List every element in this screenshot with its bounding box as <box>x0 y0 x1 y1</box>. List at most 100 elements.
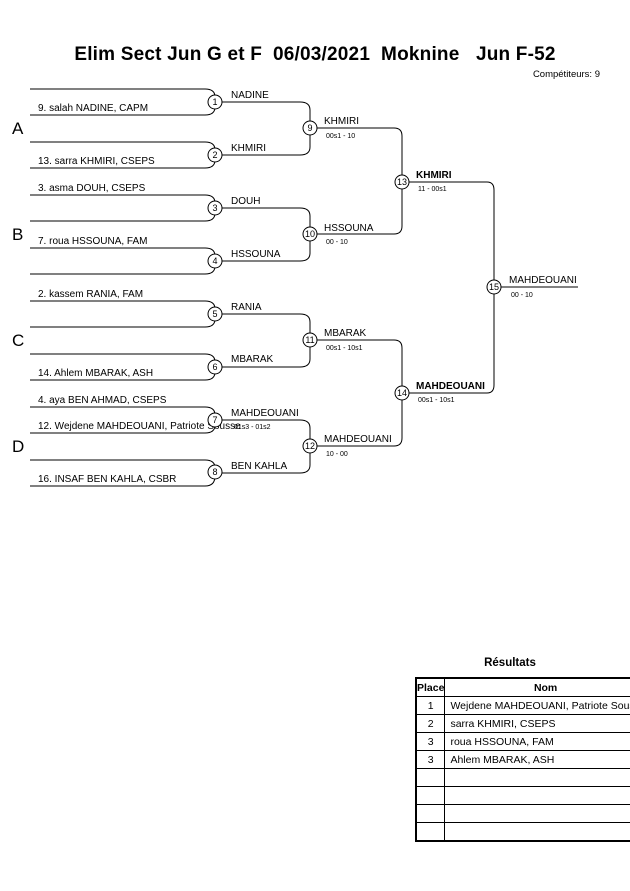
results-name <box>444 804 630 823</box>
results-row <box>415 822 630 842</box>
svg-text:10: 10 <box>305 229 315 239</box>
r3-score-13: 11 - 00s1 <box>418 186 447 193</box>
svg-text:4: 4 <box>212 256 217 266</box>
r1-winner-6: MBARAK <box>231 354 274 365</box>
r2-score-10: 00 - 10 <box>326 239 348 246</box>
results-name <box>444 822 630 842</box>
r1-winner-4: HSSOUNA <box>231 249 281 260</box>
match-node-3: 3 <box>207 200 223 216</box>
match-node-5: 5 <box>207 306 223 322</box>
r3-winner-14: MAHDEOUANI <box>416 381 485 392</box>
competitor-count: Compétiteurs: 9 <box>532 69 600 80</box>
r1-winner-7: MAHDEOUANI <box>231 408 299 419</box>
final-score: 00 - 10 <box>511 292 533 299</box>
results-place: 3 <box>415 750 446 769</box>
svg-text:11: 11 <box>305 335 314 345</box>
competitor-7-top: 4. aya BEN AHMAD, CSEPS <box>38 395 167 406</box>
svg-text:3: 3 <box>212 203 217 213</box>
match-node-10: 10 <box>302 226 318 242</box>
results-name: Wejdene MAHDEOUANI, Patriote Sousse <box>444 696 630 715</box>
results-place <box>415 768 446 787</box>
r3-winner-13: KHMIRI <box>416 170 452 181</box>
results-place: 3 <box>415 732 446 751</box>
results-row <box>415 786 630 805</box>
svg-text:5: 5 <box>212 309 217 319</box>
match-node-6: 6 <box>207 359 223 375</box>
r1-connector-3 <box>30 194 216 222</box>
r2-score-9: 00s1 - 10 <box>326 133 355 140</box>
r2-winner-11: MBARAK <box>324 328 367 339</box>
results-name <box>444 786 630 805</box>
svg-text:1: 1 <box>212 97 217 107</box>
pool-label-c: C <box>12 331 24 350</box>
match-node-15: 15 <box>486 279 502 295</box>
results-place <box>415 786 446 805</box>
results-header-place: Place <box>415 677 446 697</box>
results-place <box>415 804 446 823</box>
match-node-11: 11 <box>302 332 318 348</box>
r1-winner-2: KHMIRI <box>231 143 266 154</box>
r1-connector-5 <box>30 300 216 328</box>
competitor-1-top: 9. salah NADINE, CAPM <box>38 103 148 114</box>
results-name: Ahlem MBARAK, ASH <box>444 750 630 769</box>
svg-text:8: 8 <box>212 467 217 477</box>
r1-connector-4 <box>30 247 216 275</box>
competitor-8-bottom: 16. INSAF BEN KAHLA, CSBR <box>38 474 176 485</box>
match-node-1: 1 <box>207 94 223 110</box>
competitor-5-top: 2. kassem RANIA, FAM <box>38 289 143 300</box>
svg-text:15: 15 <box>489 282 499 292</box>
competitor-2-bottom: 13. sarra KHMIRI, CSEPS <box>38 156 155 167</box>
svg-text:7: 7 <box>212 415 217 425</box>
pool-label-d: D <box>12 437 24 456</box>
results-name <box>444 768 630 787</box>
r3-score-14: 00s1 - 10s1 <box>418 397 455 404</box>
r2-winner-10: HSSOUNA <box>324 223 374 234</box>
final-winner: MAHDEOUANI <box>509 275 577 286</box>
results-name: roua HSSOUNA, FAM <box>444 732 630 751</box>
r1-winner-1: NADINE <box>231 90 269 101</box>
competitor-4-bottom: 7. roua HSSOUNA, FAM <box>38 236 147 247</box>
r2-score-12: 10 - 00 <box>326 451 348 458</box>
r1-winner-3: DOUH <box>231 196 260 207</box>
match-node-14: 14 <box>394 385 410 401</box>
pool-label-a: A <box>12 119 24 138</box>
bracket-chart: A B C D 9. salah NADINE, CAPM 13. sarra … <box>12 88 578 487</box>
svg-text:12: 12 <box>305 441 315 451</box>
svg-text:9: 9 <box>307 123 312 133</box>
r2-connector-10 <box>222 207 311 262</box>
results-place: 1 <box>415 696 446 715</box>
r3-connector-14 <box>317 339 403 447</box>
results-header-name: Nom <box>444 677 630 697</box>
match-node-8: 8 <box>207 464 223 480</box>
svg-text:13: 13 <box>397 177 407 187</box>
r2-winner-12: MAHDEOUANI <box>324 434 392 445</box>
r1-winner-5: RANIA <box>231 302 262 313</box>
match-node-13: 13 <box>394 174 410 190</box>
r2-connector-9 <box>222 101 311 156</box>
match-node-9: 9 <box>302 120 318 136</box>
svg-text:6: 6 <box>212 362 217 372</box>
results-name: sarra KHMIRI, CSEPS <box>444 714 630 733</box>
results-title: Résultats <box>484 657 536 669</box>
r2-score-11: 00s1 - 10s1 <box>326 345 363 352</box>
results-row <box>415 768 630 787</box>
competitor-7-bottom: 12. Wejdene MAHDEOUANI, Patriote Sousse <box>38 421 241 432</box>
match-node-7: 7 <box>207 412 223 428</box>
results-place <box>415 822 446 842</box>
results-header-row: Place Nom <box>415 677 630 697</box>
r1-winner-8: BEN KAHLA <box>231 461 287 472</box>
svg-text:14: 14 <box>397 388 407 398</box>
match-node-2: 2 <box>207 147 223 163</box>
r4-connector-15 <box>409 181 495 394</box>
page-title: Elim Sect Jun G et F 06/03/2021 Moknine … <box>74 44 556 65</box>
match-node-12: 12 <box>302 438 318 454</box>
results-place: 2 <box>415 714 446 733</box>
r2-connector-11 <box>222 313 311 368</box>
r2-connector-12 <box>222 419 311 474</box>
r1-score-7: 01s3 - 01s2 <box>234 424 271 431</box>
competitor-6-bottom: 14. Ahlem MBARAK, ASH <box>38 368 153 379</box>
